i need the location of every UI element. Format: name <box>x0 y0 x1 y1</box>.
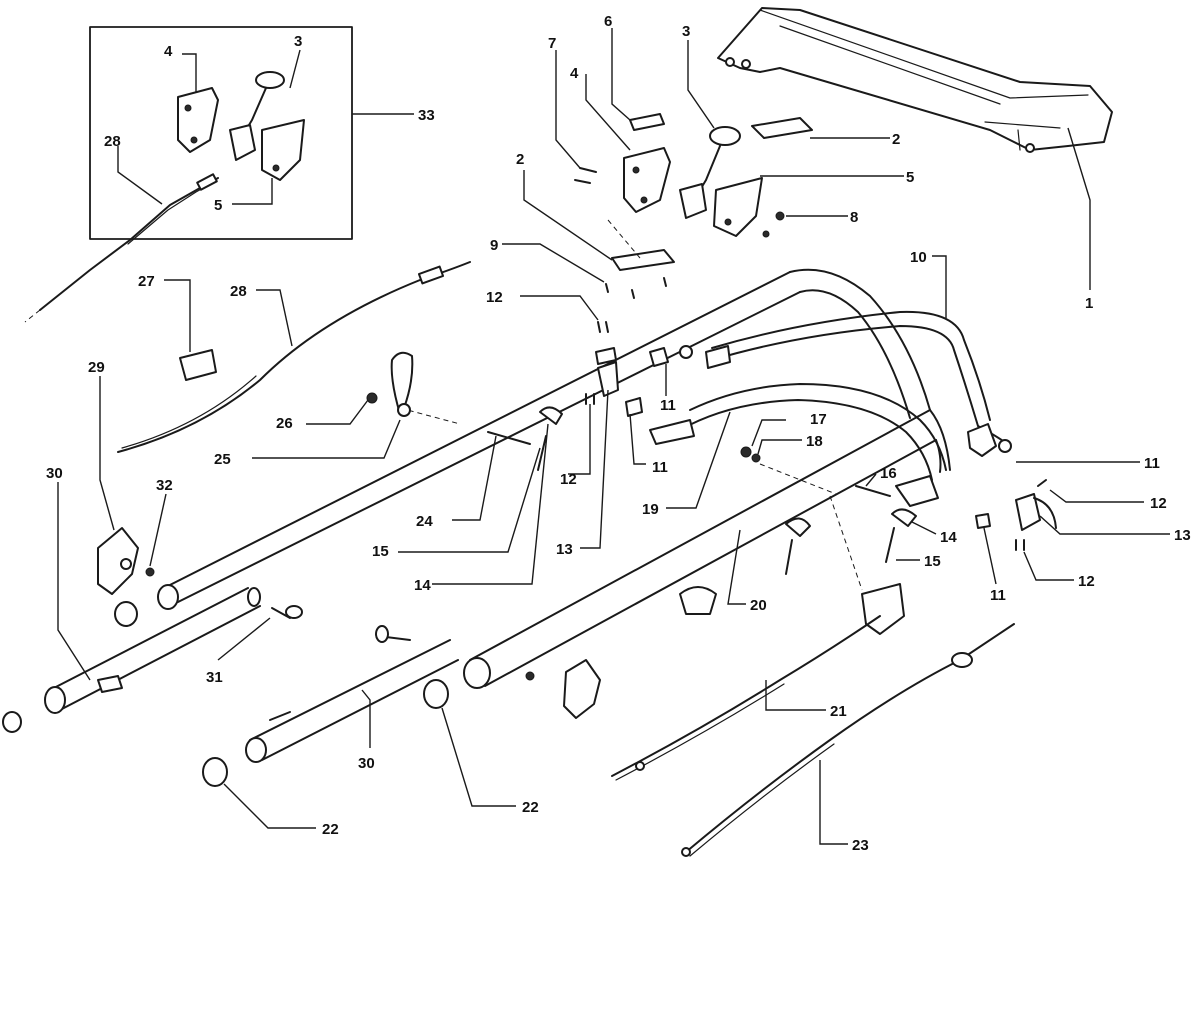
callout-1: 1 <box>1085 295 1093 312</box>
callout-30-left: 30 <box>46 465 63 482</box>
callout-19: 19 <box>642 501 659 518</box>
callout-32: 32 <box>156 477 173 494</box>
callout-6: 6 <box>604 13 612 30</box>
callout-12-right: 12 <box>1150 495 1167 512</box>
callout-14-right: 14 <box>940 529 957 546</box>
callout-15-right: 15 <box>924 553 941 570</box>
callout-13-mid: 13 <box>556 541 573 558</box>
callout-23: 23 <box>852 837 869 854</box>
callout-2-left: 2 <box>516 151 524 168</box>
callout-30-right: 30 <box>358 755 375 772</box>
inset-assembly-box <box>24 26 353 323</box>
callout-20: 20 <box>750 597 767 614</box>
callout-2-upper: 2 <box>892 131 900 148</box>
callout-7: 7 <box>548 35 556 52</box>
callout-11-right-top: 11 <box>1144 455 1160 472</box>
callout-13-right: 13 <box>1174 527 1191 544</box>
handle-grip-part <box>717 7 1113 153</box>
callout-11-upper: 11 <box>660 397 676 414</box>
callout-5-inset: 5 <box>214 197 222 214</box>
callout-28-inset: 28 <box>104 133 121 150</box>
leader-lines <box>57 28 1170 845</box>
callout-22-right: 22 <box>522 799 539 816</box>
callout-3-main: 3 <box>682 23 690 40</box>
callout-11-mid: 11 <box>652 459 668 476</box>
callout-8: 8 <box>850 209 858 226</box>
callout-27: 27 <box>138 273 155 290</box>
callout-14-left: 14 <box>414 577 431 594</box>
callout-25: 25 <box>214 451 231 468</box>
callout-24: 24 <box>416 513 433 530</box>
callout-31: 31 <box>206 669 223 686</box>
control-cables <box>611 495 1015 857</box>
callout-22-left: 22 <box>322 821 339 838</box>
callout-12-upper: 12 <box>486 289 503 306</box>
callout-5-main: 5 <box>906 169 914 186</box>
callout-labels: 1 2 2 3 3 4 4 5 5 6 7 8 9 10 11 11 11 11… <box>46 13 1191 854</box>
callout-29: 29 <box>88 359 105 376</box>
callout-10: 10 <box>910 249 927 266</box>
fasteners-and-clips <box>399 321 1057 575</box>
callout-17: 17 <box>810 411 827 428</box>
handle-tube-frame <box>157 268 1012 689</box>
callout-15-left: 15 <box>372 543 389 560</box>
callout-9: 9 <box>490 237 498 254</box>
callout-28-main: 28 <box>230 283 247 300</box>
control-bracket-assembly <box>574 113 813 299</box>
callout-4-inset: 4 <box>164 43 173 60</box>
callout-18: 18 <box>806 433 823 450</box>
left-side-parts <box>2 261 717 787</box>
callout-12-mid: 12 <box>560 471 577 488</box>
callout-4-main: 4 <box>570 65 579 82</box>
callout-16: 16 <box>880 465 897 482</box>
callout-21: 21 <box>830 703 847 720</box>
callout-33: 33 <box>418 107 435 124</box>
callout-3-inset: 3 <box>294 33 302 50</box>
callout-26: 26 <box>276 415 293 432</box>
callout-12-right-lower: 12 <box>1078 573 1095 590</box>
callout-11-right-lower: 11 <box>990 587 1006 604</box>
